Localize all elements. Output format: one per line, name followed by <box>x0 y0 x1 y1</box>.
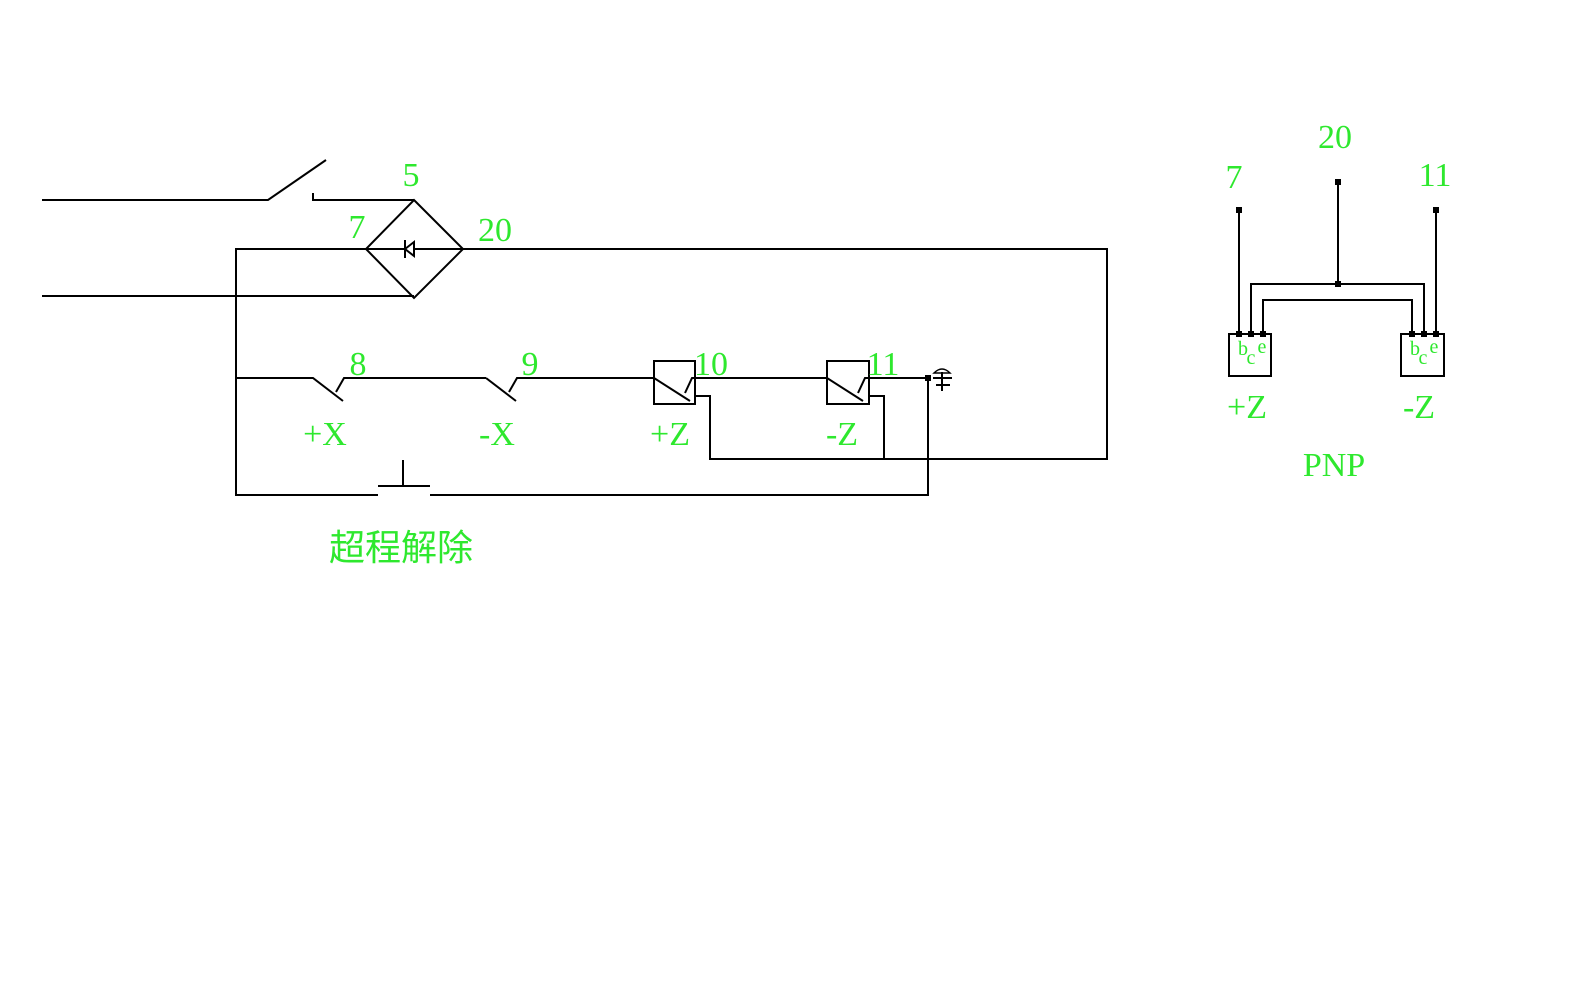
limit-switch-plus-x <box>236 377 486 402</box>
node-label-11: 11 <box>867 346 900 383</box>
switch-label-minus-x: -X <box>479 416 515 453</box>
reset-pushbutton <box>378 460 430 487</box>
switch-label-minus-z: -Z <box>826 416 858 453</box>
sensor-label-plus-z: +Z <box>1227 389 1267 426</box>
reset-button-label: 超程解除 <box>329 528 473 569</box>
switch-label-plus-x: +X <box>303 416 347 453</box>
node-label-9: 9 <box>522 346 539 383</box>
switch-label-plus-z: +Z <box>650 416 690 453</box>
sensor-label-minus-z: -Z <box>1403 389 1435 426</box>
terminal-label-11: 11 <box>1419 157 1452 194</box>
sensor-plus-z <box>1228 333 1272 377</box>
dc-bus-20 <box>463 248 1108 460</box>
pin-e: e <box>1258 336 1267 358</box>
node-label-20: 20 <box>478 212 512 249</box>
main-circuit: 5 7 20 8 9 10 11 +X -X +Z -Z 超程解除 <box>42 157 1108 569</box>
input-line-top <box>42 159 414 201</box>
terminal-label-7: 7 <box>1226 159 1243 196</box>
sensor-wiring: b c e b c e 7 20 11 +Z -Z PNP <box>1226 119 1452 484</box>
diode-icon <box>366 239 463 259</box>
pin-c: c <box>1419 347 1428 369</box>
pin-b: b <box>1410 338 1420 360</box>
pin-c: c <box>1247 347 1256 369</box>
pin-e: e <box>1430 336 1439 358</box>
terminal-label-20: 20 <box>1318 119 1352 156</box>
proximity-switch-minus-z <box>826 360 870 405</box>
limit-switch-minus-x <box>485 377 654 402</box>
node-label-5: 5 <box>403 157 420 194</box>
sensor-minus-z <box>1400 333 1445 377</box>
node-label-7: 7 <box>349 209 366 246</box>
bridge-rectifier <box>364 198 465 300</box>
coil-line <box>430 377 929 496</box>
node-label-8: 8 <box>350 346 367 383</box>
sensor-type-label: PNP <box>1303 447 1365 484</box>
proximity-switch-plus-z <box>653 360 696 405</box>
return-line-7 <box>235 248 378 496</box>
relay-contact-icon <box>932 368 952 391</box>
node-label-10: 10 <box>694 346 728 383</box>
pin-b: b <box>1238 338 1248 360</box>
